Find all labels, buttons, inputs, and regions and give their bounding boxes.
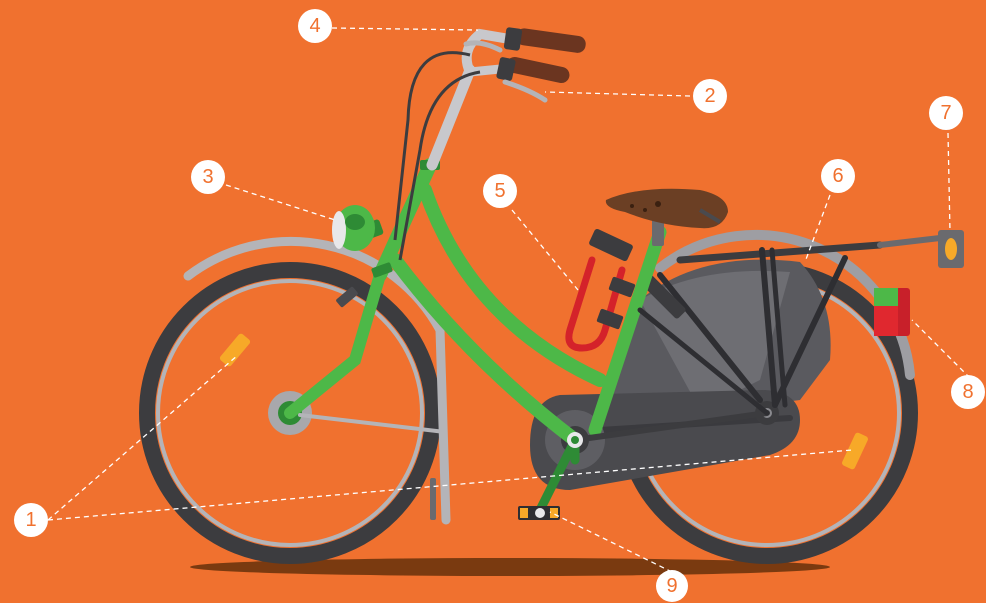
kickstand [430,478,436,520]
callout-3-label: 3 [202,166,213,188]
handlebar-grips [496,27,587,84]
callout-7: 7 [929,96,963,130]
brake-lever [505,82,545,100]
leader-line-2 [545,92,690,96]
callout-7-label: 7 [940,102,951,124]
tail-light [874,288,910,336]
callout-4: 4 [298,9,332,43]
callout-1-label: 1 [25,509,36,531]
rear-spoke-reflector [841,432,869,471]
callout-8: 8 [951,375,985,409]
callout-9: 9 [656,570,688,602]
callout-1: 1 [14,503,48,537]
leader-line-4 [332,28,478,30]
leader-line-3 [226,185,335,220]
callout-9-label: 9 [666,575,677,597]
callout-2-label: 2 [704,85,715,107]
rear-rack-reflector [938,230,964,268]
callout-5-label: 5 [494,180,505,202]
callout-6-label: 6 [832,165,843,187]
callout-4-label: 4 [309,15,320,37]
leader-line-5 [512,210,578,290]
front-spoke-reflector [219,332,252,367]
headlight [332,205,384,251]
leader-line-7 [948,133,950,232]
callout-8-label: 8 [962,381,973,403]
leader-line-8 [912,320,970,378]
callout-2: 2 [693,79,727,113]
callout-5: 5 [483,174,517,208]
callout-6: 6 [821,159,855,193]
callout-3: 3 [191,160,225,194]
